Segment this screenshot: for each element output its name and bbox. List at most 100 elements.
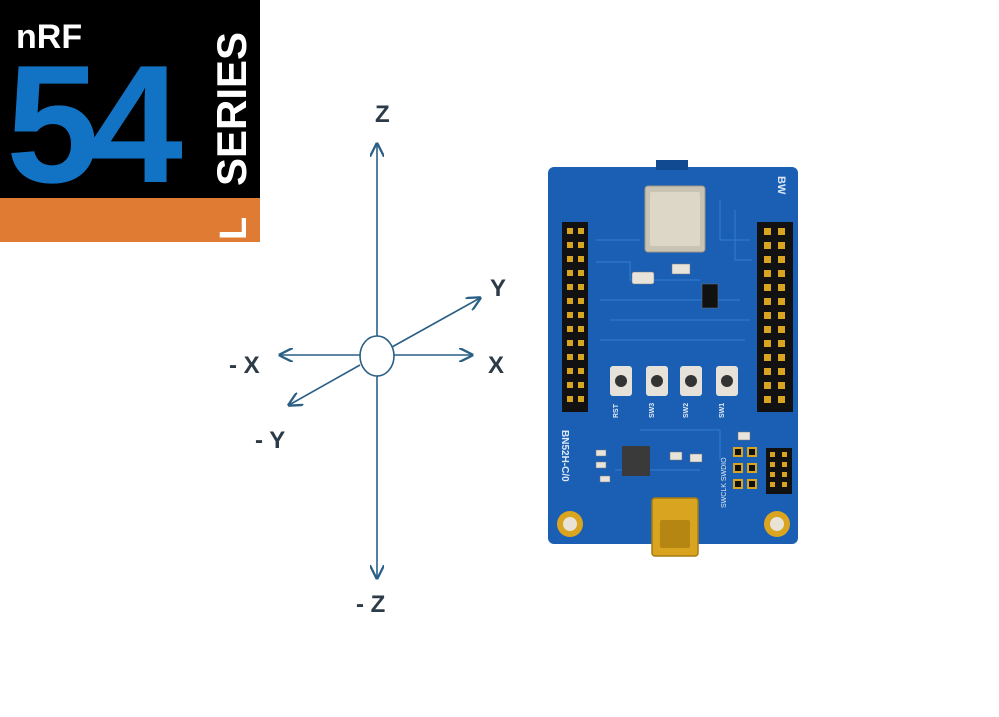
header-pin xyxy=(567,298,573,304)
axis-labels: Z - Z X - X Y - Y xyxy=(229,101,506,618)
button-rst-cap xyxy=(615,375,627,387)
y-axis-negative-arrow xyxy=(289,364,361,405)
button-sw1-cap xyxy=(721,375,733,387)
header-pin xyxy=(578,326,584,332)
usb-connector-opening xyxy=(660,520,690,548)
coordinate-axes xyxy=(280,144,480,578)
axis-label-z-positive: Z xyxy=(375,101,390,128)
nrf54-series-logo: nRF 54 SERIES L xyxy=(0,0,260,242)
header-pin xyxy=(764,256,771,263)
axis-label-x-positive: X xyxy=(488,352,504,379)
header-pin xyxy=(778,396,785,403)
header-pin xyxy=(567,382,573,388)
voltage-regulator xyxy=(622,446,650,476)
logo-brand-text: nRF xyxy=(16,18,82,56)
mounting-hole-left-inner xyxy=(563,517,577,531)
header-pin xyxy=(764,326,771,333)
axis-label-y-positive: Y xyxy=(490,275,506,302)
header-pin xyxy=(778,326,785,333)
right-pin-header xyxy=(757,222,793,412)
y-axis-positive-arrow xyxy=(391,298,480,348)
logo-series-word: SERIES xyxy=(208,32,255,186)
logo-number: 54 xyxy=(6,30,182,218)
nrf54-dev-board-photo: RST SW3 SW2 SW1 SWCLK SWDIO BN52H- xyxy=(548,160,798,557)
swd-silk-label: SWCLK SWDIO xyxy=(721,457,728,508)
header-pin xyxy=(578,242,584,248)
header-pin xyxy=(578,228,584,234)
header-pin xyxy=(567,242,573,248)
swd-pins xyxy=(770,452,787,487)
header-pin xyxy=(764,312,771,319)
header-pin xyxy=(764,396,771,403)
header-pin xyxy=(764,368,771,375)
header-pin xyxy=(578,284,584,290)
button-sw2-cap xyxy=(685,375,697,387)
svg-text:SW3: SW3 xyxy=(649,403,656,418)
header-pin xyxy=(778,354,785,361)
header-pin xyxy=(764,382,771,389)
header-pin xyxy=(778,312,785,319)
axis-label-z-negative: - Z xyxy=(356,591,385,618)
header-pin xyxy=(567,256,573,262)
header-pin xyxy=(567,284,573,290)
header-pins xyxy=(567,228,785,403)
button-sw3-cap xyxy=(651,375,663,387)
header-pin xyxy=(778,228,785,235)
header-pin xyxy=(567,368,573,374)
header-pin xyxy=(567,228,573,234)
header-pin xyxy=(764,270,771,277)
axis-label-x-negative: - X xyxy=(229,352,260,379)
pcb-traces xyxy=(596,200,752,471)
header-pin xyxy=(778,340,785,347)
left-pin-header xyxy=(562,222,588,412)
logo-background xyxy=(0,0,260,198)
header-pin xyxy=(778,242,785,249)
header-pin xyxy=(578,256,584,262)
smd-components xyxy=(595,263,751,483)
header-pin xyxy=(578,270,584,276)
header-pin xyxy=(778,256,785,263)
header-pin xyxy=(567,312,573,318)
board-model-silk: BN52H-C/0 xyxy=(559,430,570,482)
power-jumper-pads xyxy=(733,447,757,489)
header-pin xyxy=(578,354,584,360)
mounting-hole-right-inner xyxy=(770,517,784,531)
svg-text:SW1: SW1 xyxy=(719,403,726,418)
header-pin xyxy=(764,354,771,361)
header-pin xyxy=(567,354,573,360)
header-pin xyxy=(778,368,785,375)
origin-ellipse xyxy=(359,335,395,377)
header-pin xyxy=(567,270,573,276)
header-pin xyxy=(567,396,573,402)
svg-text:SW2: SW2 xyxy=(683,403,690,418)
header-pin xyxy=(764,284,771,291)
header-pin xyxy=(778,270,785,277)
axis-label-y-negative: - Y xyxy=(255,427,285,454)
header-pin xyxy=(778,284,785,291)
header-pin xyxy=(578,382,584,388)
header-pin xyxy=(578,396,584,402)
header-pin xyxy=(764,242,771,249)
header-pin xyxy=(578,312,584,318)
header-pin xyxy=(578,298,584,304)
button-silk-labels: RST SW3 SW2 SW1 xyxy=(613,403,726,418)
header-pin xyxy=(764,228,771,235)
antenna-tab xyxy=(656,160,688,170)
header-pin xyxy=(578,368,584,374)
logo-orange-band xyxy=(0,198,260,242)
header-pin xyxy=(567,326,573,332)
header-pin xyxy=(764,298,771,305)
logo-variant-letter: L xyxy=(213,217,255,240)
svg-text:RST: RST xyxy=(613,403,620,418)
header-pin xyxy=(778,382,785,389)
tactile-buttons xyxy=(610,366,738,396)
header-pin xyxy=(567,340,573,346)
rf-module-can xyxy=(650,192,700,246)
header-pin xyxy=(778,298,785,305)
header-pin xyxy=(578,340,584,346)
header-pin xyxy=(764,340,771,347)
board-brand-silk: BW xyxy=(775,176,787,195)
swd-header xyxy=(766,448,792,494)
